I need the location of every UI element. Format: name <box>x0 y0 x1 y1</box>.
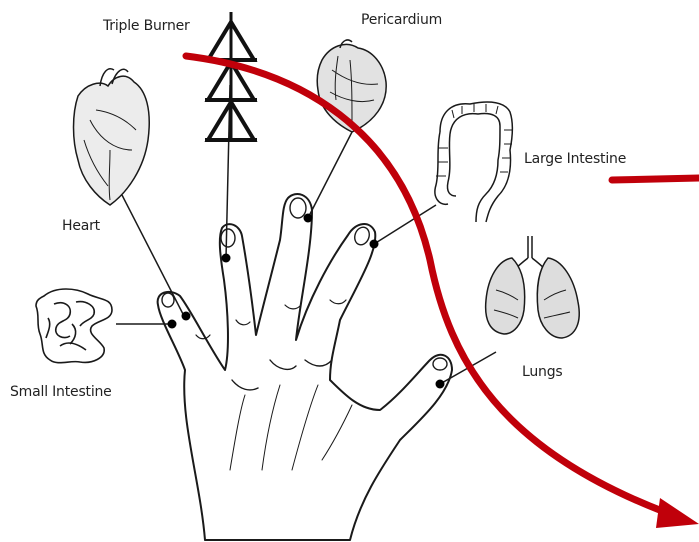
acupoint-dot-triple-burner <box>222 254 231 263</box>
heart-organ-icon <box>74 69 150 205</box>
pericardium-organ-icon <box>317 40 386 132</box>
leader-line-heart <box>122 195 184 316</box>
label-large-intestine: Large Intestine <box>524 151 626 167</box>
label-pericardium: Pericardium <box>361 12 442 28</box>
label-triple-burner: Triple Burner <box>103 18 190 34</box>
lungs-organ-icon <box>486 236 580 338</box>
acupoint-dot-pericardium <box>304 214 313 223</box>
leader-line-pericardium <box>308 132 352 218</box>
acupoint-dot-lungs <box>436 380 445 389</box>
acupoint-dot-small-intestine <box>168 320 177 329</box>
large-intestine-organ-icon <box>435 102 512 222</box>
hand-drawing <box>158 194 452 540</box>
acupoint-dot-heart <box>182 312 191 321</box>
label-heart: Heart <box>62 218 100 234</box>
acupoint-dot-large-intestine <box>370 240 379 249</box>
triple-burner-symbol-icon <box>205 12 257 140</box>
small-intestine-organ-icon <box>36 289 112 363</box>
label-small-intestine: Small Intestine <box>10 384 112 400</box>
arrowhead-icon <box>656 498 699 528</box>
label-lungs: Lungs <box>522 364 562 380</box>
red-dash-marker <box>612 178 699 180</box>
